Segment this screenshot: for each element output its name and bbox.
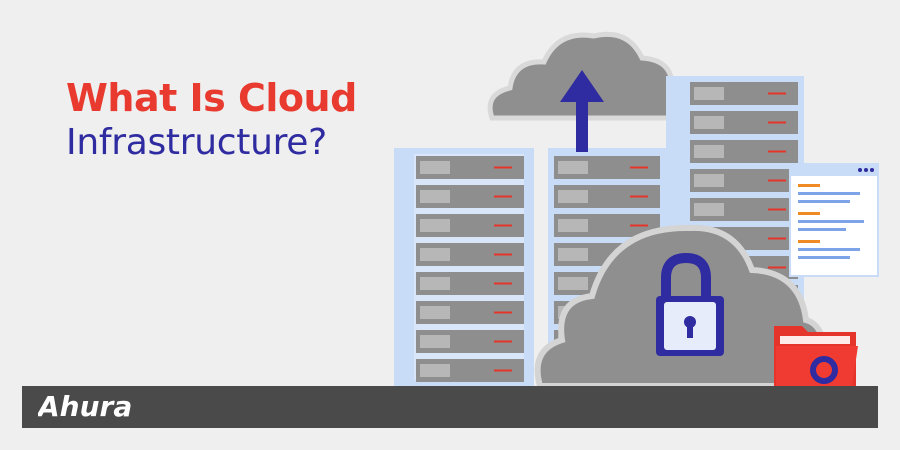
server-vent [694,87,724,100]
code-window-icon [789,163,879,277]
server-led [494,224,512,227]
server-vent [694,145,724,158]
server-vent [420,277,450,290]
server-vent [420,219,450,232]
server-led [768,266,786,269]
server-led [768,121,786,124]
server-vent [694,116,724,129]
server-vent [558,248,588,261]
server-vent [420,335,450,348]
server-vent [420,190,450,203]
server-vent [558,277,588,290]
server-led [494,369,512,372]
server-vent [558,161,588,174]
headline-line-1: What Is Cloud [66,76,357,120]
server-vent [558,219,588,232]
server-led [768,237,786,240]
server-led [494,311,512,314]
server-led [494,340,512,343]
server-vent [420,306,450,319]
server-vent [694,174,724,187]
cloud-infrastructure-illustration [394,31,879,389]
headline: What Is Cloud Infrastructure? [66,76,396,166]
server-led [768,179,786,182]
headline-line-2: Infrastructure? [66,122,327,163]
server-led [768,208,786,211]
server-led [630,224,648,227]
upload-arrow-icon [560,70,604,152]
server-led [630,195,648,198]
server-led [768,150,786,153]
server-led [768,92,786,95]
brand-bar: Ahura [22,386,878,428]
svg-text:Ahura: Ahura [38,392,132,422]
server-vent [420,364,450,377]
server-led [494,282,512,285]
server-led [494,253,512,256]
server-led [630,166,648,169]
server-vent [558,190,588,203]
server-vent [420,161,450,174]
ahura-logo: Ahura [38,392,132,422]
server-led [494,166,512,169]
padlock-icon [656,252,724,356]
folder-gear-icon [774,326,858,386]
server-led [494,195,512,198]
server-vent [694,203,724,216]
server-vent [420,248,450,261]
